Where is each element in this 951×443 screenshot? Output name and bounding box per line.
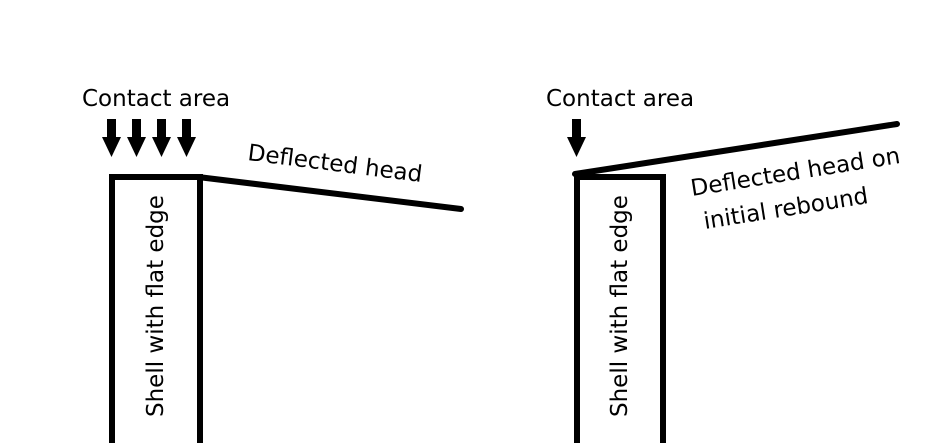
left-contact-arrow-3: [152, 119, 171, 157]
left-shell-outline: [109, 174, 203, 443]
left-deflected-head-label: Deflected head: [246, 140, 424, 188]
left-contact-arrow-1: [102, 119, 121, 157]
right-contact-area-label: Contact area: [546, 86, 694, 112]
left-contact-arrow-2: [127, 119, 146, 157]
left-shell-label: Shell with flat edge: [143, 195, 169, 417]
right-deflected-head-line: [572, 121, 900, 177]
right-shell-outline: [574, 174, 666, 443]
right-shell-label: Shell with flat edge: [607, 195, 633, 417]
right-contact-arrow: [567, 119, 586, 157]
right-panel: Contact area Deflected head on initial r…: [546, 86, 902, 443]
left-contact-arrow-4: [177, 119, 196, 157]
left-contact-arrows: [102, 119, 196, 157]
left-deflected-head-line: [195, 174, 464, 212]
left-contact-area-label: Contact area: [82, 86, 230, 112]
left-panel: Contact area Deflected head: [82, 86, 464, 443]
